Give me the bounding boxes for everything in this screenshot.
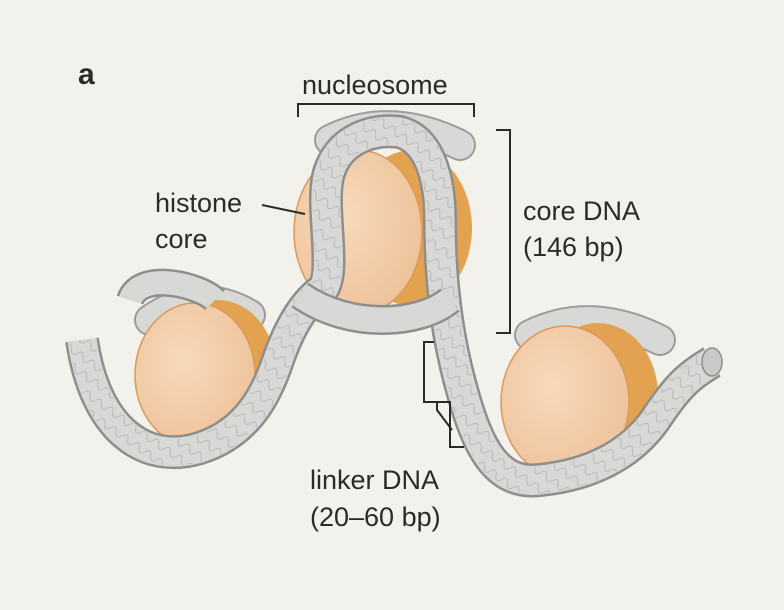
linker-dna-label-line2: (20–60 bp) [310,500,441,534]
core-dna-label-line1: core DNA [523,194,640,228]
core-dna-bracket [496,130,510,333]
linker-dna-label-line1: linker DNA [310,463,439,497]
nucleosome-label: nucleosome [302,68,448,102]
core-dna-label-line2: (146 bp) [523,230,624,264]
histone-core-label-line2: core [155,222,208,256]
dna-strand-end [702,348,722,376]
panel-label: a [78,58,95,92]
histone-core-label-line1: histone [155,186,242,220]
